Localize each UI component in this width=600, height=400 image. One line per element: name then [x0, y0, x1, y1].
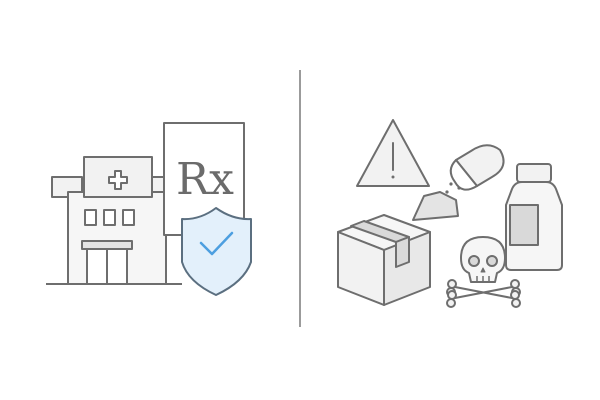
box-icon [337, 191, 459, 306]
hospital-icon [46, 156, 182, 285]
capsule-icon [445, 144, 505, 194]
warning-triangle-icon [356, 119, 430, 187]
rx-label: Rx [176, 154, 234, 205]
bottle-icon [505, 163, 563, 271]
skull-crossbones-icon [446, 236, 521, 308]
check-icon [199, 231, 234, 256]
shield-check-icon [181, 207, 252, 296]
